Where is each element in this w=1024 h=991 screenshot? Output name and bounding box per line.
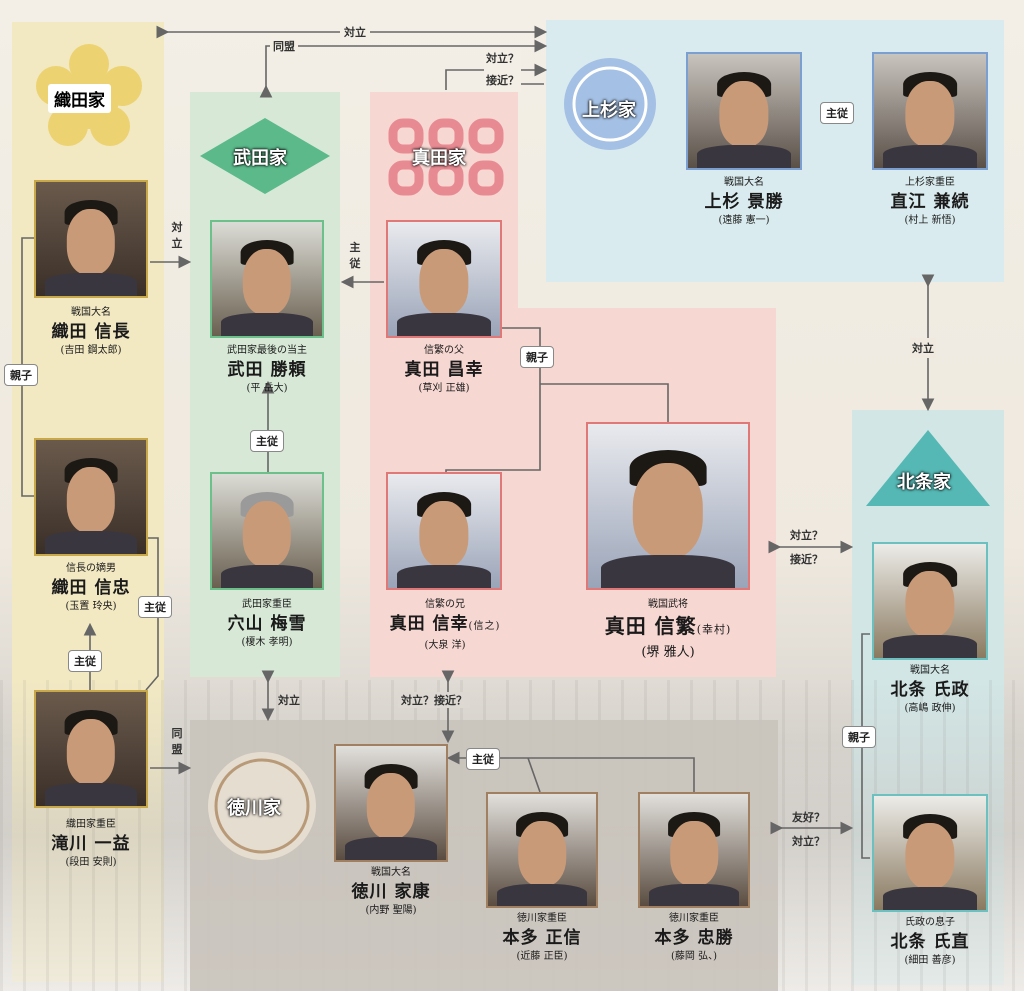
kazumasu-portrait (34, 690, 148, 808)
relation-sanada-uesugi: 対立？ 接近？ (484, 48, 521, 92)
baisetsu-caption: 武田家重臣穴山 梅雪(榎木 孝明) (227, 599, 307, 648)
tadakatsu-portrait (638, 792, 750, 908)
kagekatsu-portrait (686, 52, 802, 170)
oda-clan-label: 織田家 (48, 84, 111, 113)
masanobu-portrait (486, 792, 598, 908)
masayuki-portrait (386, 220, 502, 338)
baisetsu-portrait (210, 472, 324, 590)
relation-shuju-oda-nobutada: 主従 (68, 650, 102, 672)
nobutada-portrait (34, 438, 148, 556)
nobushige-portrait (586, 422, 750, 590)
relation-shuju-oda-kazumasu: 主従 (138, 596, 172, 618)
masayuki-caption: 信繁の父真田 昌幸(草刈 正雄) (404, 345, 484, 394)
takeda-clan-label: 武田家 (233, 148, 287, 169)
kagekatsu-caption: 戦国大名上杉 景勝(遠藤 憲一) (704, 177, 784, 226)
relation-shuju-tokugawa: 主従 (466, 748, 500, 770)
katsuyori-portrait (210, 220, 324, 338)
kanetsugu-caption: 上杉家重臣直江 兼続(村上 新悟) (890, 177, 970, 226)
nobushige-caption: 戦国武将 真田 信繁(幸村) (堺 雅人) (604, 599, 732, 660)
hojo-clan-label: 北条家 (897, 472, 951, 493)
tokugawa-clan-label: 徳川家 (227, 798, 281, 819)
tokugawa-crest-icon (206, 750, 318, 862)
katsuyori-caption: 武田家最後の当主武田 勝頼(平 岳大) (227, 345, 307, 394)
ieyasu-caption: 戦国大名徳川 家康(内野 聖陽) (351, 867, 431, 916)
relation-oyako-oda: 親子 (4, 364, 38, 386)
relation-sanada-tokugawa: 対立？接近？ (398, 692, 470, 708)
sanada-clan-label: 真田家 (412, 148, 466, 169)
relation-oyako-hojo: 親子 (842, 726, 876, 748)
relation-shuju-sanada-takeda: 主従 (349, 241, 361, 270)
ujinao-portrait (872, 794, 988, 912)
relation-takeda-tokugawa: 対立 (278, 694, 300, 707)
relation-sanada-hojo: 対立？ 接近？ (790, 529, 823, 566)
masanobu-caption: 徳川家重臣本多 正信(近藤 正臣) (502, 913, 582, 962)
ujimasa-portrait (872, 542, 988, 660)
relation-oda-takeda: 対立 (171, 221, 183, 250)
relation-doumei-oda-tokugawa: 同盟 (171, 727, 183, 756)
sanada-crest-icon (388, 118, 504, 196)
relation-shuju-kanetsugu: 主従 (820, 102, 854, 124)
relation-uesugi-hojo: 対立 (910, 338, 936, 358)
ujinao-caption: 氏政の息子北条 氏直(細田 善彦) (890, 917, 970, 966)
hojo-crest-icon (866, 430, 990, 506)
nobunaga-caption: 戦国大名織田 信長(吉田 鋼太郎) (51, 307, 131, 356)
ieyasu-portrait (334, 744, 448, 862)
relation-oyako-sanada: 親子 (520, 346, 554, 368)
kazumasu-caption: 織田家重臣滝川 一益(段田 安則) (51, 819, 131, 868)
relation-oda-uesugi: 対立 (340, 24, 370, 40)
relation-hojo-tokugawa: 友好？ 対立？ (792, 811, 825, 848)
kanetsugu-portrait (872, 52, 988, 170)
uesugi-crest-icon (562, 56, 658, 152)
ujimasa-caption: 戦国大名北条 氏政(高嶋 政伸) (890, 665, 970, 714)
takeda-crest-icon (200, 118, 330, 194)
relation-doumei-top: 同盟 (270, 38, 298, 54)
relation-shuju-takeda: 主従 (250, 430, 284, 452)
nobutada-caption: 信長の嫡男織田 信忠(玉置 玲央) (51, 563, 131, 612)
nobunaga-portrait (34, 180, 148, 298)
nobuyuki-portrait (386, 472, 502, 590)
tadakatsu-caption: 徳川家重臣本多 忠勝(藤岡 弘、) (654, 913, 734, 962)
nobuyuki-caption: 信繁の兄 真田 信幸(信之) (大泉 洋) (389, 599, 501, 651)
uesugi-clan-label: 上杉家 (582, 100, 636, 121)
